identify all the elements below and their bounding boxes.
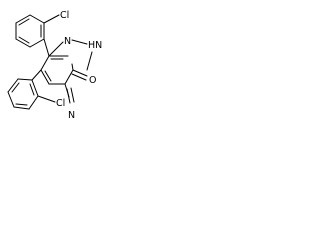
double-bond-inner xyxy=(15,103,28,106)
bond xyxy=(15,38,31,48)
bond-c-cl xyxy=(37,95,56,103)
bond-c-o xyxy=(72,69,88,77)
bond xyxy=(15,14,31,24)
bond-nh-c xyxy=(86,51,93,71)
bond xyxy=(64,69,74,85)
bond xyxy=(13,106,30,110)
bond-c-n xyxy=(48,41,64,57)
atom-label-n: N xyxy=(64,36,71,47)
double-bond-inner xyxy=(18,36,30,44)
bond xyxy=(31,79,39,97)
bond-triple xyxy=(70,87,75,103)
bond xyxy=(29,38,45,48)
pyridazinone-ring xyxy=(40,38,74,85)
atom-label-cl-bottom: Cl xyxy=(56,98,65,109)
atom-label-cl-top: Cl xyxy=(60,10,69,21)
bond-triple xyxy=(66,88,71,104)
bond-c-cl xyxy=(43,14,60,24)
bond-ring-link xyxy=(31,69,42,81)
bond xyxy=(43,38,50,57)
bond-c-o-double xyxy=(71,73,87,81)
bond xyxy=(40,55,50,71)
bond xyxy=(17,78,33,81)
bond xyxy=(7,91,15,108)
bond xyxy=(40,69,50,85)
double-bond-inner xyxy=(44,70,52,82)
atom-label-nitrile-n: N xyxy=(68,110,75,121)
bond-n-n xyxy=(71,39,88,45)
bond xyxy=(28,95,39,110)
atom-label-hn: HN xyxy=(88,40,102,51)
double-bond-inner xyxy=(11,82,20,93)
double-bond-inner xyxy=(29,83,35,96)
bond xyxy=(29,14,45,24)
bond xyxy=(71,63,74,71)
upper-chlorophenyl-ring xyxy=(15,14,45,48)
molecule-structure: Cl N HN O Cl N xyxy=(7,10,102,121)
lower-chlorophenyl-ring xyxy=(7,78,39,110)
bond xyxy=(7,78,19,93)
double-bond-inner xyxy=(18,18,30,26)
atom-label-o: O xyxy=(89,75,96,86)
